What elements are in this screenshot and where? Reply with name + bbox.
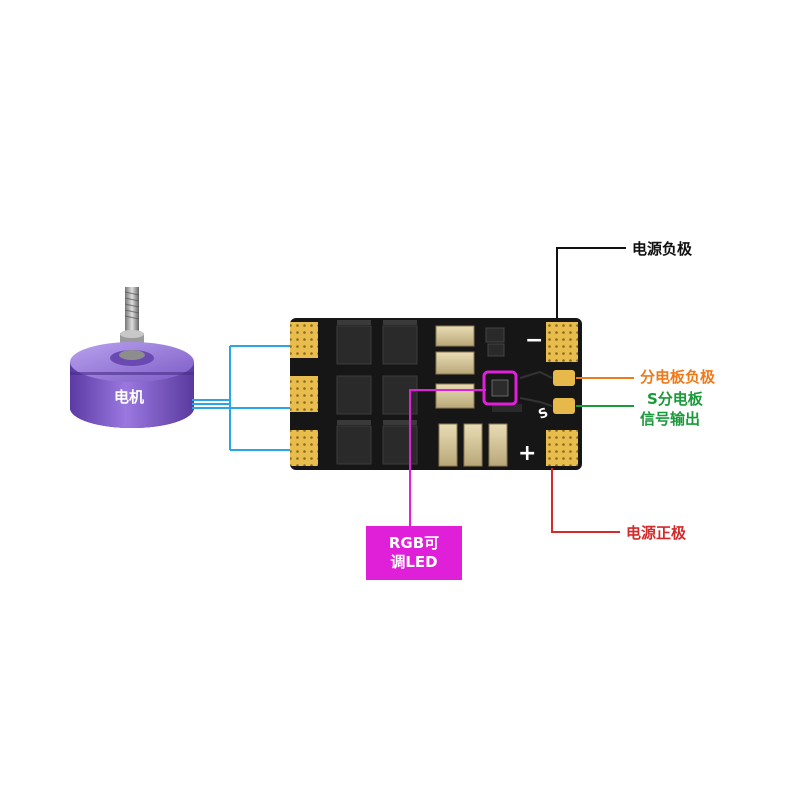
esc-board: − + S (290, 318, 582, 470)
signal-label-line2: 信号输出 (640, 410, 701, 428)
leader-power-negative (556, 247, 626, 318)
motor-label: 电机 (113, 388, 144, 406)
phase-pad-a (290, 322, 318, 358)
plus-mark: + (518, 441, 536, 466)
motor (70, 287, 194, 428)
board-negative-pad (553, 370, 575, 386)
power-negative-pad (546, 322, 578, 362)
signal-pad (553, 398, 575, 414)
board-negative-label: 分电板负极 (640, 368, 716, 386)
rgb-label-line2: 调LED (390, 553, 438, 571)
leader-power-positive (551, 468, 620, 533)
rgb-led-label: RGB可 调LED (366, 526, 462, 580)
rgb-label-line1: RGB可 (388, 534, 440, 552)
power-positive-label: 电源正极 (626, 524, 687, 542)
signal-label-line1: S分电板 (647, 390, 703, 408)
rgb-led (491, 379, 509, 397)
power-negative-label: 电源负极 (632, 240, 693, 258)
minus-mark: − (525, 328, 543, 353)
power-positive-pad (546, 430, 578, 466)
rgb-led-highlight (482, 370, 518, 406)
motor-wires (192, 345, 290, 451)
phase-pad-b (290, 376, 318, 412)
leader-rgb (409, 389, 486, 526)
phase-pad-c (290, 430, 318, 466)
